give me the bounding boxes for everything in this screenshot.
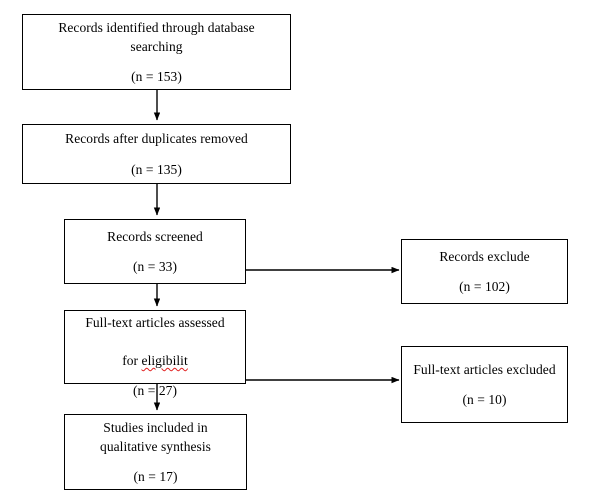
node-fulltext-assessed: Full-text articles assessed for eligibil… bbox=[64, 310, 246, 398]
node-fulltext-assessed-title-line1: Full-text articles assessed bbox=[85, 314, 225, 330]
node-studies-included-title: Studies included in qualitative synthesi… bbox=[100, 419, 211, 454]
node-records-excluded-count: (n = 102) bbox=[459, 279, 510, 294]
node-records-identified: Records identified through database sear… bbox=[22, 14, 291, 90]
node-records-screened-count: (n = 33) bbox=[132, 259, 177, 274]
node-fulltext-assessed-title-line2-prefix: for bbox=[122, 353, 142, 369]
node-records-excluded-title: Records exclude bbox=[439, 248, 530, 264]
node-fulltext-assessed-count: (n = 27) bbox=[132, 383, 177, 399]
node-duplicates-removed-title: Records after duplicates removed bbox=[65, 131, 248, 147]
node-fulltext-excluded: Full-text articles excluded (n = 10) bbox=[401, 346, 568, 423]
node-records-identified-title: Records identified through database sear… bbox=[58, 19, 255, 54]
node-studies-included-count: (n = 17) bbox=[133, 469, 178, 485]
node-fulltext-excluded-count: (n = 10) bbox=[462, 392, 507, 407]
node-records-screened: Records screened (n = 33) bbox=[64, 219, 246, 284]
node-records-identified-count: (n = 153) bbox=[131, 69, 182, 85]
node-duplicates-removed: Records after duplicates removed (n = 13… bbox=[22, 124, 291, 184]
node-fulltext-excluded-title: Full-text articles excluded bbox=[413, 361, 556, 377]
node-fulltext-assessed-title: Full-text articles assessed for eligibil… bbox=[77, 294, 232, 371]
node-duplicates-removed-count: (n = 135) bbox=[131, 161, 182, 177]
node-studies-included: Studies included in qualitative synthesi… bbox=[64, 414, 247, 490]
node-fulltext-assessed-misspelled-word: eligibilit bbox=[141, 353, 188, 369]
node-records-screened-title: Records screened bbox=[107, 228, 203, 244]
node-records-excluded: Records exclude (n = 102) bbox=[401, 239, 568, 304]
